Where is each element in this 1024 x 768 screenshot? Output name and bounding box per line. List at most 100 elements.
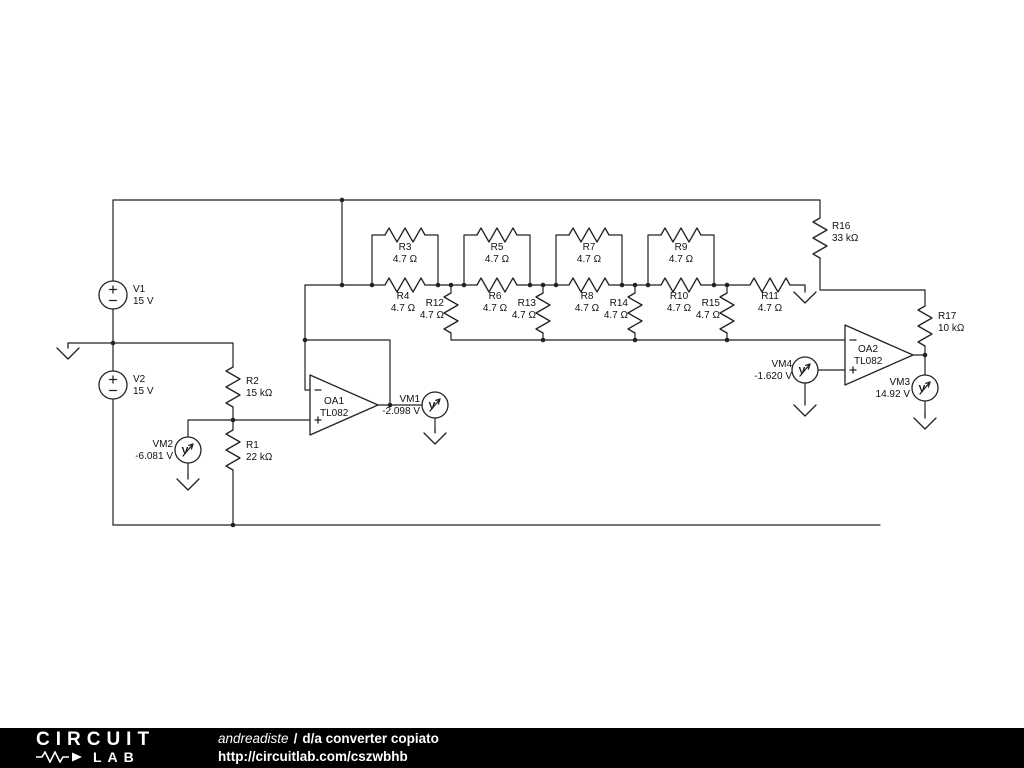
ground-icon	[913, 412, 937, 430]
author-name: andreadiste	[218, 731, 289, 746]
v2-name: V2	[133, 374, 146, 385]
voltmeter-VM1: V VM1 -2.098 V	[382, 391, 449, 419]
resistor-R14: R14 4.7 Ω	[604, 292, 643, 334]
resistor-icon	[443, 292, 459, 334]
r5-name: R5	[491, 242, 504, 253]
resistor-R2: R2 15 kΩ	[225, 366, 273, 408]
resistor-R4: R4 4.7 Ω	[384, 277, 426, 314]
resistor-R5: R5 4.7 Ω	[476, 227, 518, 265]
resistor-R17: R17 10 kΩ	[917, 305, 965, 347]
r8-value: 4.7 Ω	[575, 303, 600, 314]
resistor-icon	[568, 277, 610, 293]
polarity-marks	[108, 375, 118, 392]
meter-needle	[182, 443, 194, 457]
schematic-url[interactable]: http://circuitlab.com/cszwbhb	[218, 749, 408, 764]
meter-glyph: V	[919, 384, 926, 395]
meter-glyph: V	[182, 446, 189, 457]
ground-icon	[793, 286, 817, 304]
v1-name: V1	[133, 284, 146, 295]
wires	[67, 199, 926, 526]
resistor-icon	[384, 227, 426, 243]
vm3-name: VM3	[889, 377, 910, 388]
vm1-name: VM1	[399, 394, 420, 405]
r6-name: R6	[489, 291, 502, 302]
ground-icon	[56, 342, 80, 360]
resistor-icon	[384, 277, 426, 293]
r14-value: 4.7 Ω	[604, 310, 629, 321]
opamp-icon	[844, 324, 914, 386]
r2-value: 15 kΩ	[246, 388, 273, 399]
r4-value: 4.7 Ω	[391, 303, 416, 314]
meter-needle	[799, 363, 811, 377]
resistor-zigzag-icon	[36, 751, 82, 763]
schematic-canvas[interactable]: V1 15 V V2 15 V R2 15 kΩ R1 22 kΩ R3 4.7…	[0, 0, 1024, 728]
ground-icon	[423, 427, 447, 445]
resistor-icon	[476, 227, 518, 243]
ground-icon	[176, 473, 200, 491]
meter-needle	[919, 381, 931, 395]
r10-name: R10	[670, 291, 689, 302]
resistor-icon	[627, 292, 643, 334]
resistor-icon	[225, 429, 241, 471]
oa1-name: OA1	[324, 396, 344, 407]
resistor-R3: R3 4.7 Ω	[384, 227, 426, 265]
r3-value: 4.7 Ω	[393, 254, 418, 265]
r15-name: R15	[702, 298, 721, 309]
r16-value: 33 kΩ	[832, 233, 859, 244]
source-V1: V1 15 V	[98, 280, 154, 310]
opamp-icon	[309, 374, 379, 436]
polarity-marks	[108, 285, 118, 302]
r9-value: 4.7 Ω	[669, 254, 694, 265]
resistor-R16: R16 33 kΩ	[812, 217, 859, 259]
oa2-part: TL082	[854, 356, 883, 367]
wire-oa1-net	[304, 199, 436, 429]
r9-name: R9	[675, 242, 688, 253]
resistor-R10: R10 4.7 Ω	[660, 277, 702, 314]
meter-glyph: V	[429, 401, 436, 412]
resistor-R1: R1 22 kΩ	[225, 429, 273, 471]
r3-name: R3	[399, 242, 412, 253]
vm3-value: 14.92 V	[876, 389, 911, 400]
r17-value: 10 kΩ	[938, 323, 965, 334]
r16-name: R16	[832, 221, 851, 232]
r13-name: R13	[518, 298, 537, 309]
r1-value: 22 kΩ	[246, 452, 273, 463]
schematic-byline: andreadiste/d/a converter copiato	[218, 730, 439, 748]
wire-left-branch	[67, 199, 311, 526]
r7-name: R7	[583, 242, 596, 253]
r17-name: R17	[938, 311, 957, 322]
resistor-R15: R15 4.7 Ω	[696, 292, 735, 334]
resistor-icon	[719, 292, 735, 334]
resistor-icon	[535, 292, 551, 334]
r15-value: 4.7 Ω	[696, 310, 721, 321]
r7-value: 4.7 Ω	[577, 254, 602, 265]
vm4-name: VM4	[771, 359, 792, 370]
r6-value: 4.7 Ω	[483, 303, 508, 314]
junction-dots	[110, 197, 928, 528]
resistor-R8: R8 4.7 Ω	[568, 277, 610, 314]
vm2-value: -6.081 V	[135, 451, 173, 462]
r13-value: 4.7 Ω	[512, 310, 537, 321]
opamp-OA2: OA2 TL082	[844, 324, 914, 386]
wire-oa2-net	[804, 199, 926, 414]
meter-needle	[429, 398, 441, 412]
r5-value: 4.7 Ω	[485, 254, 510, 265]
voltage-source-icon	[98, 280, 128, 310]
resistor-R6: R6 4.7 Ω	[476, 277, 518, 314]
footer-bar: CIRCUIT LAB andreadiste/d/a converter co…	[0, 728, 1024, 768]
ground-icon	[793, 399, 817, 417]
resistor-icon	[812, 217, 828, 259]
v1-value: 15 V	[133, 296, 154, 307]
v2-value: 15 V	[133, 386, 154, 397]
r8-name: R8	[581, 291, 594, 302]
resistor-icon	[476, 277, 518, 293]
vm2-name: VM2	[152, 439, 173, 450]
vm1-value: -2.098 V	[382, 406, 420, 417]
vm4-value: -1.620 V	[754, 371, 792, 382]
r11-name: R11	[761, 291, 779, 302]
resistor-icon	[568, 227, 610, 243]
schematic-title: d/a converter copiato	[302, 731, 439, 746]
r14-name: R14	[610, 298, 629, 309]
resistor-icon	[660, 227, 702, 243]
